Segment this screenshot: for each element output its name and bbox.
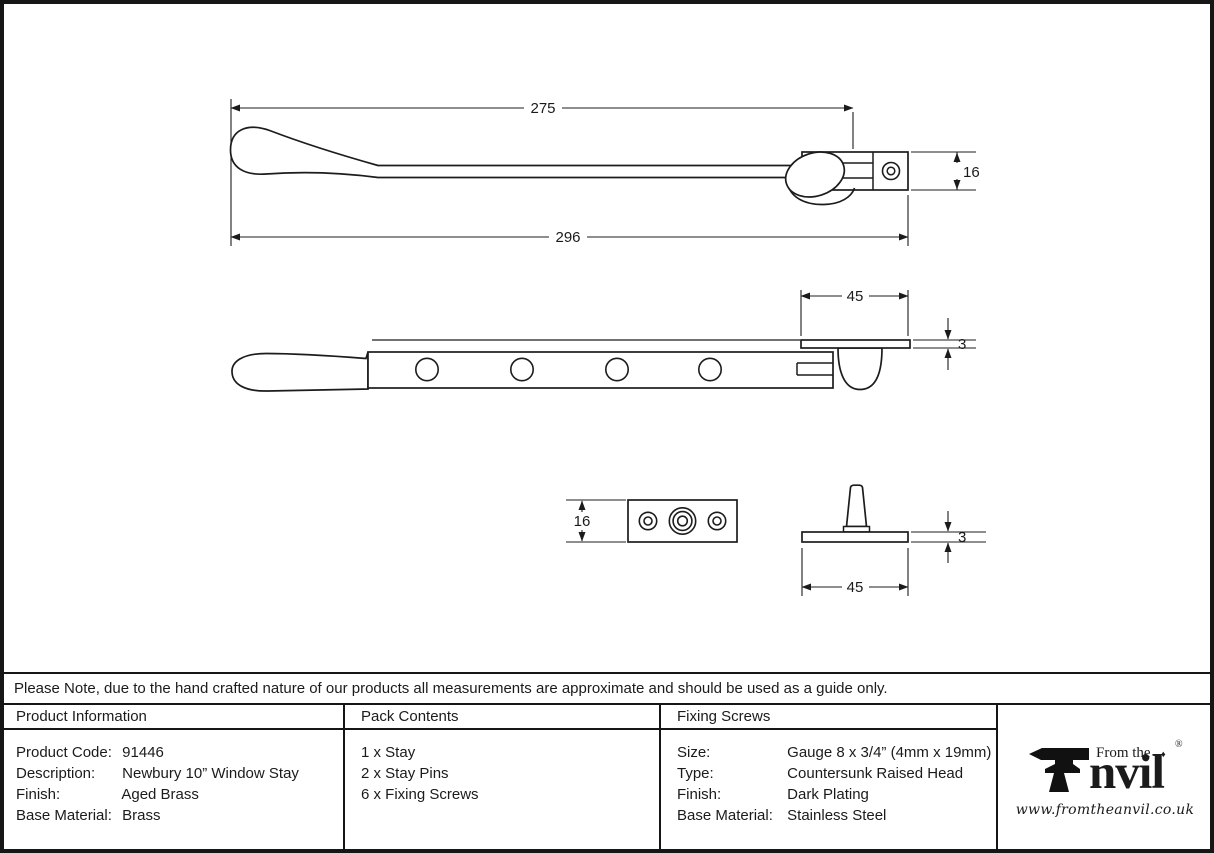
field-label: Product Code: — [16, 744, 112, 761]
dim-275-label: 275 — [530, 100, 555, 117]
field-label: Base Material: — [16, 807, 112, 824]
field-value: Aged Brass — [121, 786, 199, 803]
pivot-hook — [837, 347, 883, 391]
dim-16-keep-label: 16 — [574, 513, 591, 530]
anvil-icon — [1029, 748, 1089, 792]
product-info-row: Description: Newbury 10” Window Stay — [16, 763, 343, 784]
measurement-note-text: Please Note, due to the hand crafted nat… — [14, 680, 888, 697]
bar-notch — [796, 362, 833, 376]
keep-plate-holes — [638, 506, 727, 535]
stay-pin-view: 3 45 — [801, 484, 986, 596]
field-value: Countersunk Raised Head — [787, 765, 964, 782]
field-label: Finish: — [16, 786, 61, 803]
product-info-row: Finish: Aged Brass — [16, 784, 343, 805]
field-value: Dark Plating — [787, 786, 869, 803]
keep-plate — [627, 499, 738, 543]
product-information-body: Product Code: 91446 Description: Newbury… — [0, 730, 345, 853]
diamond-icon: ♦ — [1161, 749, 1166, 759]
stay-base-bar — [367, 351, 834, 389]
field-label: Type: — [677, 765, 714, 782]
brand-url: www.fromtheanvil.co.uk — [1015, 802, 1195, 818]
brand-name: nvil — [1089, 744, 1165, 799]
keep-plate-extension-lines — [566, 499, 626, 543]
pivot-plate — [800, 339, 911, 391]
field-label: Size: — [677, 744, 711, 761]
dim-45-pin-label: 45 — [847, 579, 864, 596]
pack-contents-item: 2 x Stay Pins — [361, 765, 449, 782]
product-info-row: Product Code: 91446 — [16, 742, 343, 763]
pack-contents-body: 1 x Stay 2 x Stay Pins 6 x Fixing Screws — [345, 730, 661, 853]
pack-contents-item: 1 x Stay — [361, 744, 416, 761]
fixing-screws-row: Size: Gauge 8 x 3/4” (4mm x 19mm) — [677, 742, 996, 763]
fixing-screws-body: Size: Gauge 8 x 3/4” (4mm x 19mm) Type: … — [661, 730, 998, 853]
product-info-row: Base Material: Brass — [16, 805, 343, 826]
side-view-extension-lines — [230, 99, 976, 246]
side-view: 275 296 16 — [229, 99, 980, 246]
plan-view: 45 3 — [231, 288, 976, 392]
dim-3-plan-label: 3 — [958, 336, 966, 353]
fixing-screws-row: Finish: Dark Plating — [677, 784, 996, 805]
pack-contents-item: 6 x Fixing Screws — [361, 786, 479, 803]
fixing-screws-row: Type: Countersunk Raised Head — [677, 763, 996, 784]
pack-contents-header: Pack Contents — [345, 705, 661, 730]
stay-arm-side — [229, 126, 792, 179]
fixing-screws-row: Base Material: Stainless Steel — [677, 805, 996, 826]
dim-296-label: 296 — [555, 229, 580, 246]
stay-handle-plan — [231, 351, 369, 392]
measurement-note: Please Note, due to the hand crafted nat… — [0, 672, 1214, 703]
keep-plate-view: 16 — [566, 499, 738, 543]
technical-drawing: 275 296 16 — [229, 99, 986, 596]
dim-16-side-label: 16 — [963, 164, 980, 181]
pin-base-plate — [801, 531, 909, 543]
dim-45-plan-label: 45 — [847, 288, 864, 305]
field-label: Base Material: — [677, 807, 773, 824]
spoon-end — [784, 151, 856, 206]
fixing-screws-header: Fixing Screws — [661, 705, 998, 730]
registered-mark: ® — [1175, 739, 1183, 750]
field-value: Brass — [122, 807, 161, 824]
pivot-screw-hole — [881, 161, 901, 181]
brand-logo: From the ♦ ® nvil www.fromtheanvil.co.uk — [998, 705, 1214, 853]
base-bar-holes — [414, 357, 722, 382]
info-table: Product Information Pack Contents Fixing… — [0, 703, 1214, 853]
field-label: Description: — [16, 765, 96, 782]
brand-prefix-text: From the — [1096, 745, 1151, 761]
field-value: Gauge 8 x 3/4” (4mm x 19mm) — [787, 744, 992, 761]
field-value: Newbury 10” Window Stay — [122, 765, 299, 782]
dim-3-pin-label: 3 — [958, 529, 966, 546]
field-value: Stainless Steel — [787, 807, 887, 824]
pin-cone — [845, 484, 868, 528]
field-label: Finish: — [677, 786, 722, 803]
field-value: 91446 — [122, 744, 164, 761]
product-information-header: Product Information — [0, 705, 345, 730]
